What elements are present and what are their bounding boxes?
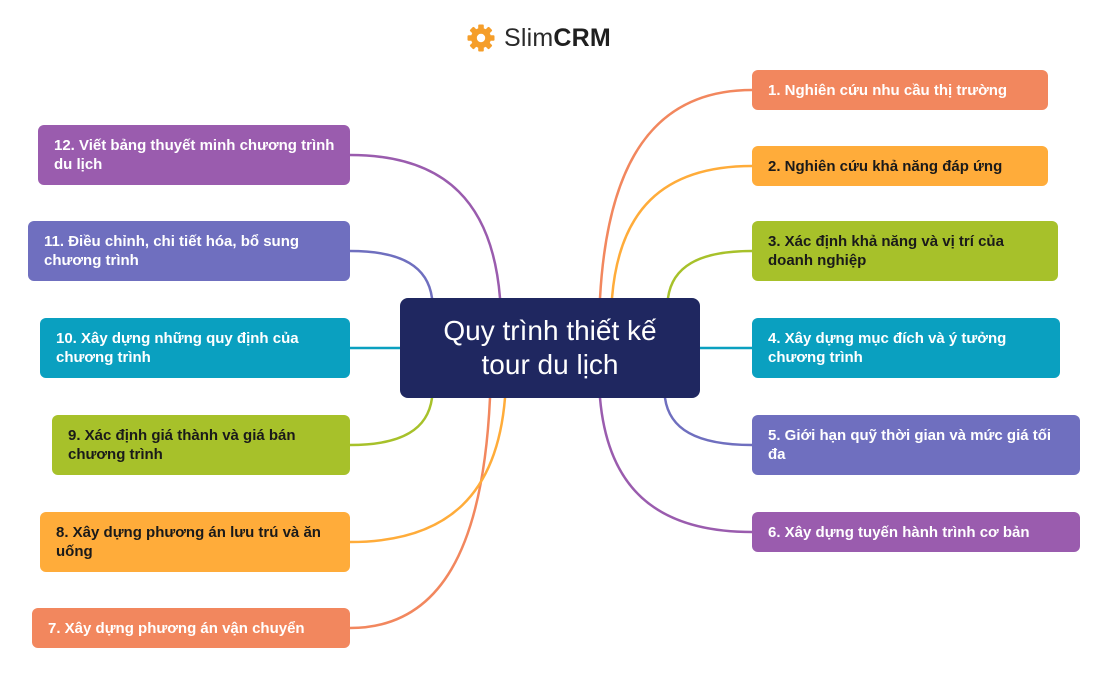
- gear-icon: [467, 24, 495, 52]
- step-5-node: 5. Giới hạn quỹ thời gian và mức giá tối…: [752, 415, 1080, 475]
- connector-step-5: [663, 396, 754, 447]
- step-6-node: 6. Xây dựng tuyến hành trình cơ bản: [752, 512, 1080, 552]
- connector-step-11: [348, 249, 434, 300]
- connector-step-7: [348, 396, 492, 630]
- center-topic: Quy trình thiết kế tour du lịch: [400, 298, 700, 398]
- step-3-node: 3. Xác định khả năng và vị trí của doanh…: [752, 221, 1058, 281]
- step-4-node: 4. Xây dựng mục đích và ý tưởng chương t…: [752, 318, 1060, 378]
- slimcrm-logo: SlimCRM: [466, 20, 611, 56]
- step-1-node: 1. Nghiên cứu nhu cầu thị trường: [752, 70, 1048, 110]
- logo-text-bold: CRM: [553, 23, 611, 52]
- connector-step-2: [610, 164, 754, 300]
- step-10-node: 10. Xây dựng những quy định của chương t…: [40, 318, 350, 378]
- connector-step-6: [598, 396, 754, 534]
- step-12-node: 12. Viết bảng thuyết minh chương trình d…: [38, 125, 350, 185]
- connector-step-8: [348, 396, 507, 544]
- step-7-node: 7. Xây dựng phương án vận chuyển: [32, 608, 350, 648]
- connector-step-12: [348, 153, 502, 300]
- step-2-node: 2. Nghiên cứu khả năng đáp ứng: [752, 146, 1048, 186]
- step-11-node: 11. Điều chỉnh, chi tiết hóa, bổ sung ch…: [28, 221, 350, 281]
- connector-step-9: [348, 396, 434, 447]
- connector-step-1: [598, 88, 754, 300]
- logo-text-light: Slim: [504, 23, 554, 52]
- step-9-node: 9. Xác định giá thành và giá bán chương …: [52, 415, 350, 475]
- connector-step-3: [666, 249, 754, 300]
- step-8-node: 8. Xây dựng phương án lưu trú và ăn uống: [40, 512, 350, 572]
- logo-text: SlimCRM: [504, 24, 611, 53]
